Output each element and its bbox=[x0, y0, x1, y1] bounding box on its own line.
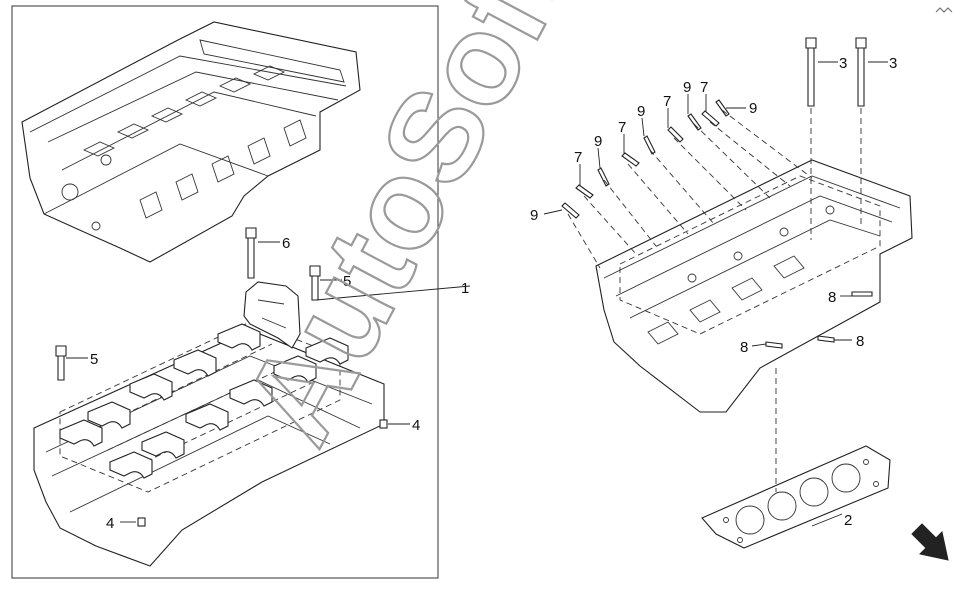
bearing-caps bbox=[59, 323, 349, 479]
callout-3-b: 3 bbox=[889, 55, 897, 72]
callout-6: 6 bbox=[282, 235, 290, 252]
cylinder-head-block bbox=[595, 159, 913, 413]
callout-3-a: 3 bbox=[839, 55, 847, 72]
arrow-down-right-icon bbox=[911, 523, 949, 561]
cap-bolt-6 bbox=[245, 227, 257, 279]
callout-8-c: 8 bbox=[856, 333, 864, 350]
leader-lines bbox=[66, 61, 888, 527]
callout-4-lower: 4 bbox=[106, 515, 114, 532]
long-bolt-3-b bbox=[855, 37, 867, 107]
front-cap-bracket bbox=[243, 281, 301, 349]
corner-logo-icon bbox=[935, 7, 953, 13]
group-frame bbox=[11, 5, 439, 579]
head-gasket bbox=[701, 445, 891, 549]
callout-9-d: 9 bbox=[683, 79, 691, 96]
pin-guide-lines bbox=[567, 109, 813, 269]
bolt-5-right bbox=[309, 265, 321, 301]
callout-2: 2 bbox=[844, 512, 852, 529]
bolt-5-left bbox=[55, 345, 67, 381]
callout-9-c: 9 bbox=[637, 103, 645, 120]
callout-8-b: 8 bbox=[740, 339, 748, 356]
callout-8-a: 8 bbox=[828, 289, 836, 306]
small-pins-upper bbox=[561, 99, 730, 219]
callout-9-b: 9 bbox=[594, 133, 602, 150]
plug-4-upper bbox=[379, 419, 388, 429]
callout-7-d: 7 bbox=[700, 79, 708, 96]
long-bolt-3-a bbox=[805, 37, 817, 107]
callout-1: 1 bbox=[461, 280, 469, 297]
plug-4-lower bbox=[137, 517, 146, 527]
callout-7-c: 7 bbox=[663, 93, 671, 110]
callout-4-upper: 4 bbox=[412, 417, 420, 434]
callout-5-left: 5 bbox=[90, 351, 98, 368]
callout-9-a: 9 bbox=[530, 207, 538, 224]
callout-7-a: 7 bbox=[574, 149, 582, 166]
callout-7-b: 7 bbox=[618, 119, 626, 136]
side-pins bbox=[765, 291, 873, 349]
bolt-guide-lines bbox=[810, 108, 862, 240]
cylinder-head-complete bbox=[21, 21, 361, 263]
callout-5-right: 5 bbox=[343, 273, 351, 290]
callout-9-e: 9 bbox=[749, 100, 757, 117]
